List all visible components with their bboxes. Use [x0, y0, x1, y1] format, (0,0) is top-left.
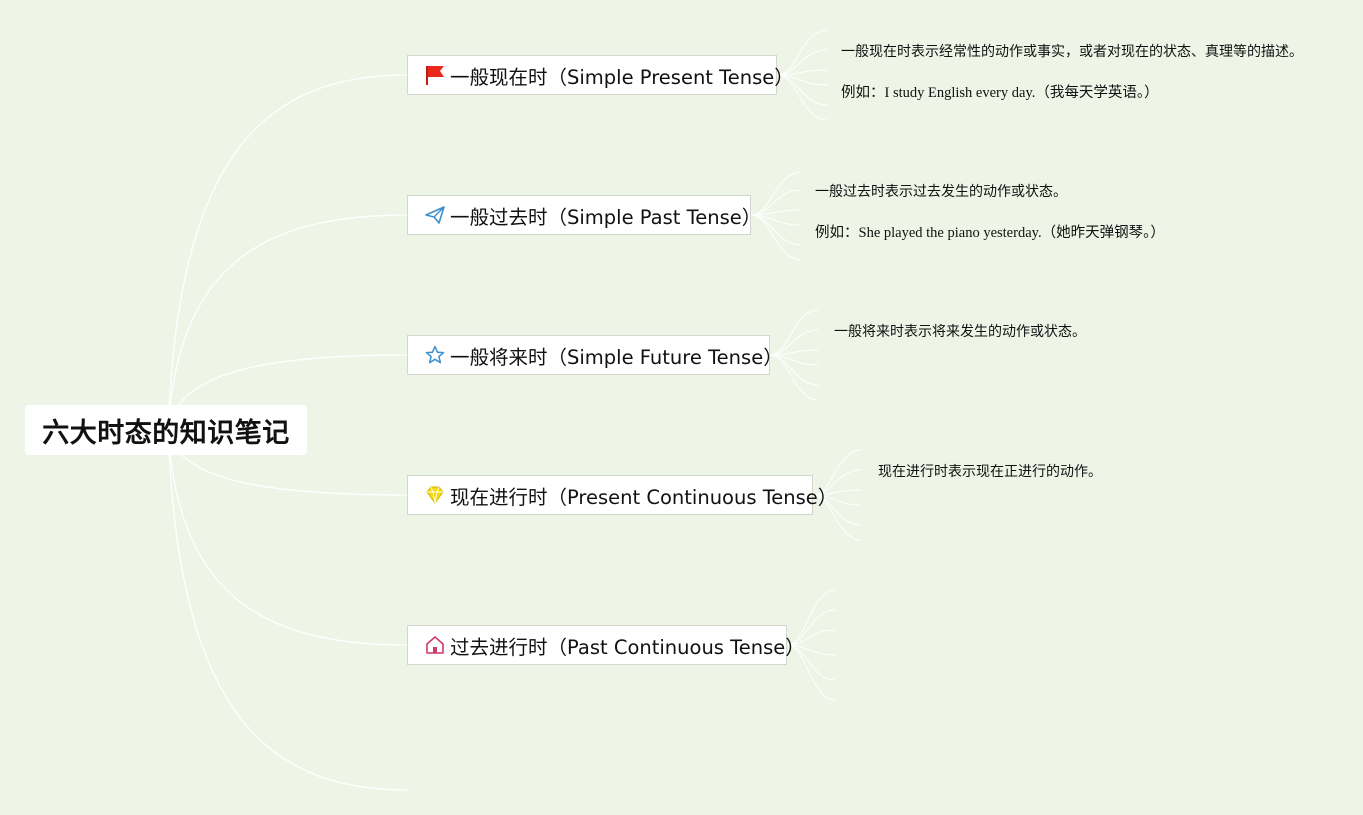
- note-present-continuous-definition[interactable]: 现在进行时表示现在正进行的动作。: [878, 464, 1102, 480]
- diamond-icon: [425, 485, 445, 505]
- note-simple-future-definition[interactable]: 一般将来时表示将来发生的动作或状态。: [834, 324, 1086, 340]
- topic-label: 过去进行时（Past Continuous Tense）: [450, 635, 805, 659]
- topic-label: 一般将来时（Simple Future Tense）: [450, 345, 783, 369]
- topic-simple-past[interactable]: 一般过去时（Simple Past Tense）: [407, 195, 761, 235]
- note-simple-past-example[interactable]: 例如：She played the piano yesterday.（她昨天弹钢…: [815, 225, 1165, 241]
- house-icon: [425, 635, 445, 655]
- main-branch-line: [167, 214, 408, 431]
- topic-simple-present[interactable]: 一般现在时（Simple Present Tense）: [407, 55, 794, 95]
- topic-label: 一般现在时（Simple Present Tense）: [450, 65, 794, 89]
- main-branch-line: [167, 429, 408, 791]
- note-simple-past-definition[interactable]: 一般过去时表示过去发生的动作或状态。: [815, 184, 1067, 200]
- topic-label: 一般过去时（Simple Past Tense）: [450, 205, 762, 229]
- topic-simple-future[interactable]: 一般将来时（Simple Future Tense）: [407, 335, 783, 375]
- note-simple-present-definition[interactable]: 一般现在时表示经常性的动作或事实，或者对现在的状态、真理等的描述。: [841, 44, 1303, 60]
- star-icon: [425, 345, 445, 365]
- note-simple-present-example[interactable]: 例如：I study English every day.（我每天学英语。）: [841, 85, 1159, 101]
- main-branch-line: [167, 74, 408, 431]
- topic-past-continuous[interactable]: 过去进行时（Past Continuous Tense）: [407, 625, 805, 665]
- red-flag-icon: [425, 65, 445, 85]
- paper-plane-icon: [425, 205, 445, 225]
- main-branch-line: [167, 429, 408, 646]
- topic-label: 现在进行时（Present Continuous Tense）: [450, 485, 838, 509]
- topic-present-continuous[interactable]: 现在进行时（Present Continuous Tense）: [407, 475, 837, 515]
- root-topic[interactable]: 六大时态的知识笔记: [25, 405, 307, 455]
- root-topic-label: 六大时态的知识笔记: [42, 417, 290, 449]
